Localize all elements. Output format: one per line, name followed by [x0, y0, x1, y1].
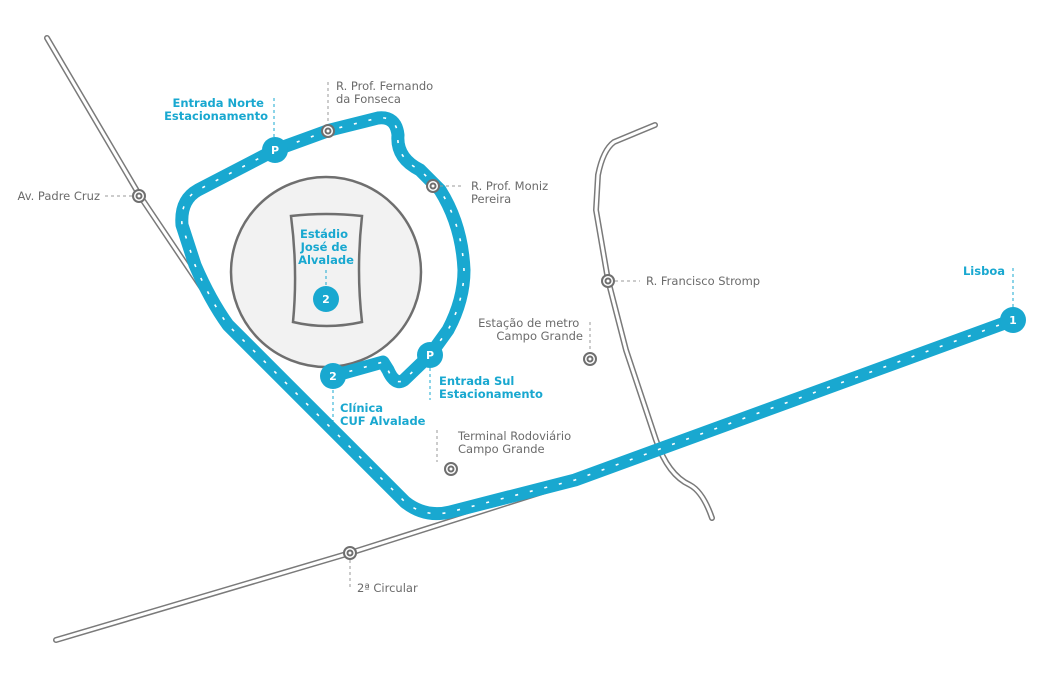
parking-marker-norte[interactable]: P [262, 137, 288, 163]
label-clinica: Clínica CUF Alvalade [340, 401, 426, 428]
start-marker-lisboa[interactable]: 1 [1000, 307, 1026, 333]
station-francisco-stromp [601, 274, 615, 288]
label-stadium: Estádio José de Alvalade [298, 227, 354, 267]
stadium-pitch [289, 212, 364, 328]
label-francisco-stromp: R. Francisco Stromp [646, 274, 760, 288]
station-padre-cruz [132, 189, 146, 203]
label-lisboa: Lisboa [963, 264, 1005, 278]
destination-marker-stadium[interactable]: 2 [313, 286, 339, 312]
label-entrada-sul: Entrada Sul Estacionamento [439, 374, 543, 401]
label-metro: Estação de metro Campo Grande [478, 316, 583, 343]
label-moniz-pereira: R. Prof. Moniz Pereira [471, 179, 552, 206]
station-circular [343, 546, 357, 560]
label-padre-cruz: Av. Padre Cruz [18, 189, 100, 203]
parking-marker-sul[interactable]: P [417, 342, 443, 368]
station-moniz-pereira [426, 179, 440, 193]
svg-text:2: 2 [329, 370, 337, 383]
label-2a-circular: 2ª Circular [357, 581, 418, 595]
label-terminal: Terminal Rodoviário Campo Grande [457, 429, 575, 456]
station-terminal [444, 462, 458, 476]
station-fernando-fonseca [321, 124, 335, 138]
label-leaders [105, 82, 1014, 588]
svg-text:2: 2 [322, 293, 330, 306]
svg-text:P: P [271, 144, 279, 157]
station-markers [132, 124, 615, 560]
label-fernando-fonseca: R. Prof. Fernando da Fonseca [336, 79, 437, 106]
road-francisco-stromp [593, 122, 715, 521]
station-metro [583, 352, 597, 366]
svg-text:1: 1 [1009, 314, 1017, 327]
route-line [175, 111, 1020, 521]
destination-marker-clinica[interactable]: 2 [320, 363, 346, 389]
svg-text:P: P [426, 349, 434, 362]
label-entrada-norte: Entrada Norte Estacionamento [164, 96, 268, 123]
